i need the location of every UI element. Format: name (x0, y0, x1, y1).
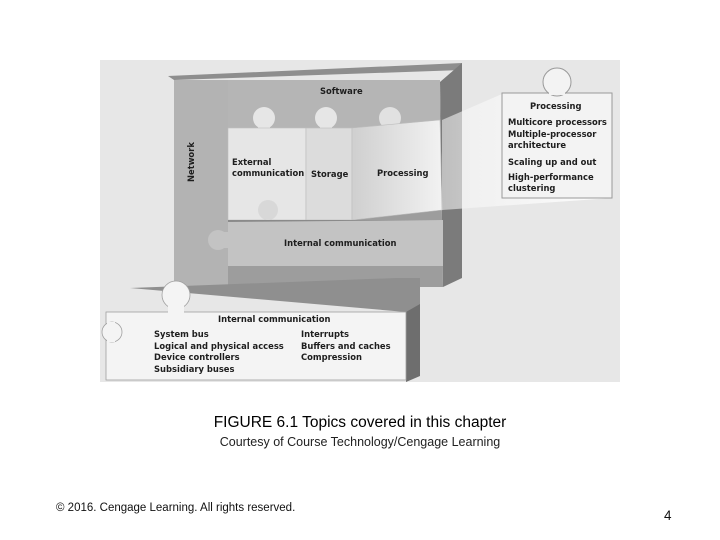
copyright-notice: © 2016. Cengage Learning. All rights res… (56, 502, 296, 514)
internal-panel-item: Buffers and caches (301, 341, 391, 351)
tray-side-face (406, 304, 420, 382)
internal-panel-item: System bus (154, 329, 209, 339)
tray-top-face (130, 278, 420, 312)
external-communication-label-line2: communication (232, 168, 305, 178)
processing-panel-item: clustering (508, 183, 556, 193)
processing-panel-heading: Processing (530, 101, 582, 111)
storage-piece (305, 127, 353, 221)
figure-graphic (101, 63, 613, 382)
processing-callout-panel (501, 92, 613, 199)
internal-panel-item: Device controllers (154, 352, 240, 362)
software-label: Software (320, 86, 363, 96)
internal-panel-heading: Internal communication (218, 314, 331, 324)
processing-panel-item: Multiple-processor (508, 129, 597, 139)
topics-figure: Software Network External communication … (100, 60, 620, 382)
network-strip (174, 80, 228, 287)
internal-panel-item: Logical and physical access (154, 341, 284, 351)
storage-label: Storage (311, 169, 349, 179)
internal-communication-strip (228, 220, 443, 266)
internal-communication-label: Internal communication (284, 238, 397, 248)
processing-panel-item: Scaling up and out (508, 157, 597, 167)
figure-credit: Courtesy of Course Technology/Cengage Le… (219, 435, 501, 449)
internal-communication-panel (105, 311, 407, 381)
processing-panel-item: High-performance (508, 172, 594, 182)
processing-label: Processing (377, 168, 429, 178)
network-label: Network (186, 142, 196, 182)
processing-panel-item: Multicore processors (508, 117, 607, 127)
page-number: 4 (664, 508, 672, 523)
internal-panel-item: Compression (301, 352, 362, 362)
internal-panel-item: Subsidiary buses (154, 364, 235, 374)
processing-panel-item: architecture (508, 140, 567, 150)
external-communication-label-line1: External (232, 157, 272, 167)
internal-panel-item: Interrupts (301, 329, 349, 339)
box-top-face (168, 63, 462, 80)
figure-caption: FIGURE 6.1 Topics covered in this chapte… (213, 414, 507, 431)
